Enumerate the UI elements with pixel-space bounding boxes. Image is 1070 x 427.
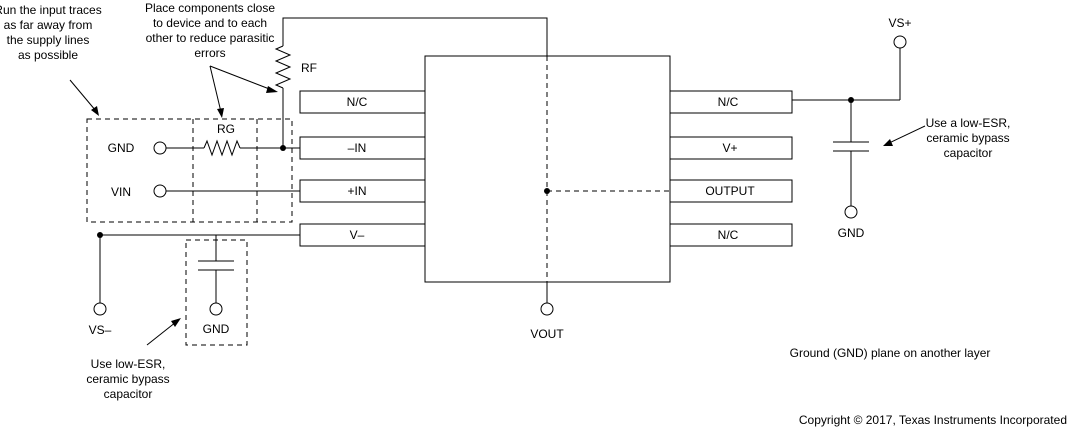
junction-output-internal: [544, 188, 550, 194]
svg-text:as possible: as possible: [18, 48, 78, 62]
rf-label: RF: [301, 61, 317, 75]
svg-text:–IN: –IN: [348, 141, 367, 155]
svg-text:N/C: N/C: [347, 95, 368, 109]
rg-resistor: [203, 139, 241, 157]
gnd-right-cap-label: GND: [838, 226, 865, 240]
note-run-input-traces: Run the input traces as far away from th…: [0, 3, 102, 62]
svg-text:V+: V+: [722, 141, 737, 155]
pin-right-nc-top: N/C: [669, 90, 793, 114]
gnd-left-cap-terminal: [209, 302, 223, 316]
vs-minus-terminal: [93, 302, 107, 316]
copyright-notice: Copyright © 2017, Texas Instruments Inco…: [799, 413, 1067, 427]
arrow-run-traces: [69, 79, 99, 116]
pin-left-noninverting-input: +IN: [299, 179, 426, 203]
arrow-bypass-right: [883, 125, 926, 146]
svg-text:Use a low-ESR,: Use a low-ESR,: [926, 116, 1011, 130]
note-bypass-right: Use a low-ESR, ceramic bypass capacitor: [926, 116, 1011, 160]
vs-minus-label: VS–: [89, 323, 112, 337]
svg-text:+IN: +IN: [347, 184, 366, 198]
arrow-place-to-rg: [209, 65, 278, 118]
svg-text:ceramic bypass: ceramic bypass: [926, 131, 1009, 145]
note-bypass-left: Use low-ESR, ceramic bypass capacitor: [86, 357, 169, 401]
vs-plus-label: VS+: [888, 16, 911, 30]
svg-text:Run the input traces: Run the input traces: [0, 3, 102, 17]
svg-text:V–: V–: [350, 228, 365, 242]
svg-text:as far away from: as far away from: [4, 18, 93, 32]
svg-text:OUTPUT: OUTPUT: [705, 184, 755, 198]
pin-right-nc-bottom: N/C: [669, 223, 793, 247]
pin-left-inverting-input: –IN: [299, 136, 426, 160]
gnd-left-cap-label: GND: [203, 322, 230, 336]
vout-label: VOUT: [530, 327, 564, 341]
vs-plus-terminal: [893, 35, 907, 49]
gnd-right-cap-terminal: [844, 205, 858, 219]
svg-text:other to reduce parasitic: other to reduce parasitic: [146, 31, 275, 45]
wire-rf-feedback: [282, 17, 548, 56]
pin-right-output: OUTPUT: [669, 179, 793, 203]
svg-text:N/C: N/C: [718, 228, 739, 242]
svg-text:to device and to each: to device and to each: [153, 16, 267, 30]
pin-right-vplus: V+: [669, 136, 793, 160]
rg-label: RG: [217, 122, 235, 136]
svg-text:N/C: N/C: [718, 95, 739, 109]
vin-terminal: [153, 184, 167, 198]
svg-text:capacitor: capacitor: [104, 387, 153, 401]
gnd-input-label: GND: [108, 141, 135, 155]
vin-label: VIN: [111, 185, 131, 199]
note-place-components: Place components close to device and to …: [145, 1, 275, 60]
gnd-input-terminal: [153, 141, 167, 155]
pin-left-vminus: V–: [299, 223, 426, 247]
svg-text:Use low-ESR,: Use low-ESR,: [91, 357, 166, 371]
svg-text:errors: errors: [194, 46, 225, 60]
svg-text:capacitor: capacitor: [944, 146, 993, 160]
svg-text:Place components close: Place components close: [145, 1, 275, 15]
svg-text:the supply lines: the supply lines: [7, 33, 90, 47]
dashed-region-input: [86, 118, 293, 223]
pin-left-nc: N/C: [299, 90, 426, 114]
svg-text:ceramic bypass: ceramic bypass: [86, 372, 169, 386]
ground-plane-note: Ground (GND) plane on another layer: [790, 346, 991, 360]
arrow-bypass-left: [146, 318, 181, 346]
vout-terminal: [540, 302, 554, 316]
rf-resistor: [274, 45, 292, 89]
